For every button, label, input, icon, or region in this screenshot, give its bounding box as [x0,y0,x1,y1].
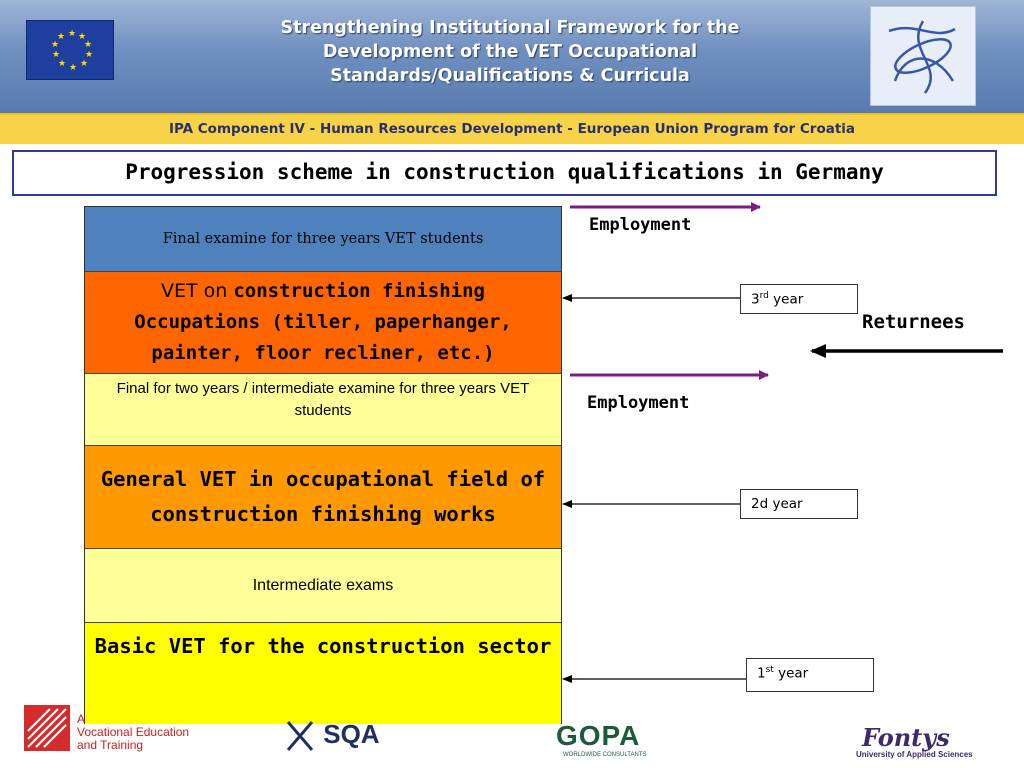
svg-text:★: ★ [69,63,77,73]
year3-box: 3rd year [740,284,858,314]
year1-box: 1st year [746,658,874,692]
sqa-mark-icon [286,721,314,751]
fontys-subtitle: University of Applied Sciences [856,750,973,759]
ipa-bar: IPA Component IV - Human Resources Devel… [0,113,1024,144]
svg-text:★: ★ [80,59,88,69]
tier-final-exam-three-years: Final examine for three years VET studen… [85,207,561,272]
svg-text:★: ★ [58,59,66,69]
tier-vet-construction-finishing: VET on construction finishing Occupation… [85,272,561,374]
tier-final-two-years: Final for two years / intermediate exami… [85,374,561,446]
title-box: Progression scheme in construction quali… [12,150,997,196]
svg-text:★: ★ [52,50,60,60]
year3-sup: rd [759,291,769,301]
project-logo-icon [870,6,976,106]
year1-sup: st [765,665,774,675]
tier-intermediate-exams: Intermediate exams [85,549,561,623]
tier-general-vet: General VET in occupational field of con… [85,446,561,549]
tier2-text: VET on construction finishing Occupation… [93,276,553,369]
vet-agency-line1: A [77,712,86,726]
svg-text:★: ★ [78,32,86,42]
ipa-text: IPA Component IV - Human Resources Devel… [168,121,856,137]
project-title: Strengthening Institutional Framework fo… [150,16,870,88]
gopa-subtitle: WORLDWIDE CONSULTANTS [563,752,647,758]
year2-box: 2d year [740,489,858,519]
svg-text:★: ★ [57,32,65,42]
header-banner: ★ ★ ★ ★ ★ ★ ★ ★ ★ ★ Strengthening Instit… [0,0,1024,113]
year3-num: 3 [751,291,760,308]
svg-text:★: ★ [68,29,76,39]
svg-text:★: ★ [85,50,93,60]
slide-title: Progression scheme in construction quali… [125,160,884,184]
project-title-line1: Strengthening Institutional Framework fo… [280,18,740,38]
year3-word: year [768,291,804,308]
vet-agency-line2: Vocational Education [77,725,190,739]
svg-text:★: ★ [84,40,92,50]
vet-agency-text: A Vocational Education and Training [77,713,189,752]
year1-word: year [773,665,809,682]
tier2-bold: construction finishing Occupations (till… [134,280,512,364]
gopa-logo: GOPA [556,720,641,751]
sqa-text: SQA [323,718,380,749]
eu-flag-icon: ★ ★ ★ ★ ★ ★ ★ ★ ★ ★ [26,20,114,80]
tier-basic-vet: Basic VET for the construction sector [85,623,561,724]
employment-label-top: Employment [589,215,692,235]
project-title-line2: Development of the VET Occupational [322,42,698,62]
fontys-logo: Fontys [862,723,950,752]
tier2-prefix: VET on [160,280,234,302]
year1-num: 1 [757,665,766,682]
svg-text:★: ★ [51,40,59,50]
employment-label-mid: Employment [587,393,690,413]
sqa-logo: SQA [286,716,380,756]
returnees-label: Returnees [862,311,965,333]
project-title-line3: Standards/Qualifications & Curricula [330,66,690,86]
vet-agency-line3: and Training [77,738,144,752]
vet-agency-logo-icon [24,705,70,751]
progression-ladder: Final examine for three years VET studen… [84,206,562,724]
